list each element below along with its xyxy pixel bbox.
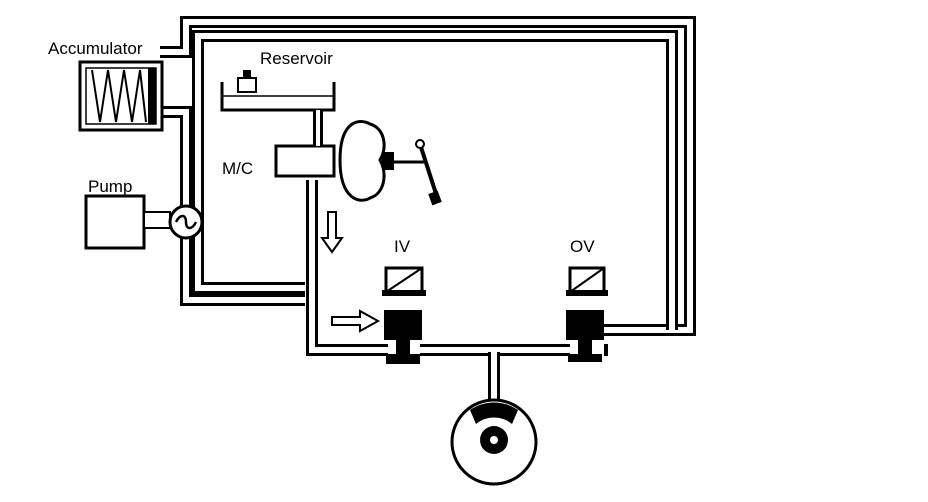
outlet-valve-body xyxy=(566,310,604,340)
flow-arrow-right xyxy=(331,309,381,333)
accumulator xyxy=(78,60,164,132)
hydraulic-lines xyxy=(160,16,696,420)
wheel-brake xyxy=(450,398,538,486)
master-cylinder xyxy=(274,110,336,178)
flow-arrow-down xyxy=(320,211,344,254)
master-cylinder-label: M/C xyxy=(222,159,253,178)
pump xyxy=(84,194,204,250)
reservoir-label: Reservoir xyxy=(260,49,333,68)
brake-pedal xyxy=(394,139,442,206)
inlet-valve xyxy=(382,266,426,364)
outlet-valve xyxy=(566,266,608,362)
accumulator-piston xyxy=(148,68,156,124)
accumulator-spring xyxy=(91,69,147,123)
pump-label: Pump xyxy=(88,177,132,196)
reservoir-cap xyxy=(237,77,257,93)
reservoir xyxy=(220,70,336,112)
brake-booster xyxy=(338,120,394,202)
accumulator-label: Accumulator xyxy=(48,39,143,58)
outlet-valve-label: OV xyxy=(570,237,595,256)
inlet-valve-label: IV xyxy=(394,237,411,256)
inlet-valve-body xyxy=(384,310,422,340)
